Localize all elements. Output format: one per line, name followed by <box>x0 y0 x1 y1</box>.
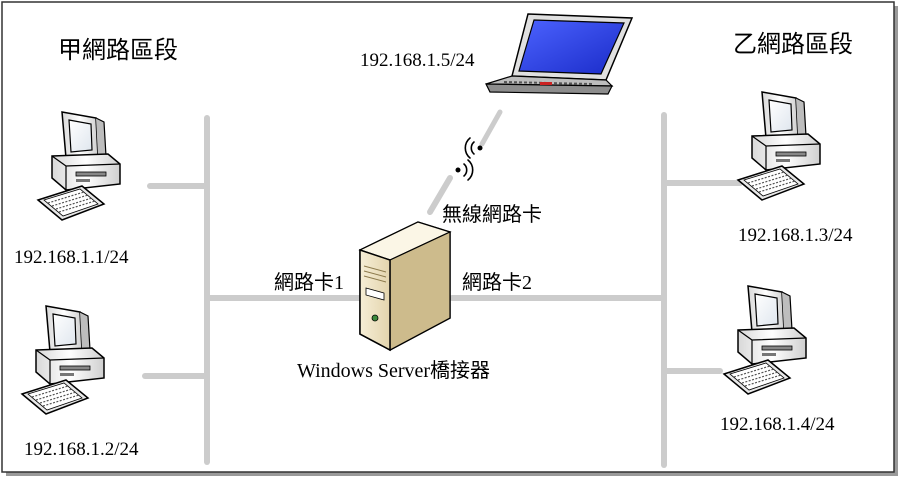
server-tower-icon <box>358 221 452 352</box>
laptop-ip-label: 192.168.1.5/24 <box>360 50 475 71</box>
laptop-icon <box>485 13 634 95</box>
right-segment-title: 乙網路區段 <box>733 30 853 58</box>
network-bus-lines <box>142 112 743 468</box>
wireless-link <box>427 175 453 215</box>
bridge-caption: Windows Server橋接器 <box>297 359 490 382</box>
wireless-signal-icon <box>455 109 503 181</box>
nic2-label: 網路卡2 <box>462 271 532 294</box>
pc4-ip-label: 192.168.1.4/24 <box>720 414 835 435</box>
wireless-nic-label: 無線網路卡 <box>442 203 542 226</box>
pc1-ip-label: 192.168.1.1/24 <box>14 247 129 268</box>
left-segment-title: 甲網路區段 <box>58 36 178 64</box>
nic1-label: 網路卡1 <box>274 271 344 294</box>
pc2-ip-label: 192.168.1.2/24 <box>24 439 139 460</box>
pc3-ip-label: 192.168.1.3/24 <box>738 225 853 246</box>
